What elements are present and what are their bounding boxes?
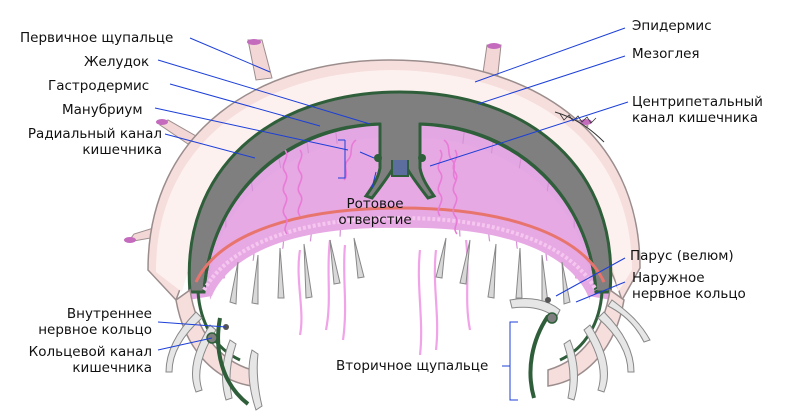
label-primary-tentacle: Первичное щупальце bbox=[20, 30, 174, 46]
label-mouth-line2: отверстие bbox=[338, 212, 412, 228]
gonads bbox=[282, 139, 458, 235]
gastrodermis-inner-line bbox=[202, 122, 598, 293]
label-outer-nerve-ring-line1: Наружное bbox=[632, 270, 705, 286]
oral-arms bbox=[297, 239, 472, 356]
label-ring-canal-line1: Кольцевой канал bbox=[28, 344, 152, 360]
label-inner-nerve-ring-line2: нервное кольцо bbox=[38, 322, 152, 338]
label-radial-canal: Радиальный канал кишечника bbox=[12, 126, 162, 158]
inner-tentacles bbox=[229, 237, 571, 305]
ring-red bbox=[194, 206, 606, 283]
leader-lines bbox=[154, 27, 629, 401]
label-inner-nerve-ring-line1: Внутреннее bbox=[66, 306, 152, 322]
label-mesoglea: Мезоглея bbox=[632, 46, 700, 62]
primary-tentacle-left bbox=[247, 39, 273, 81]
ring-canal-right bbox=[528, 314, 550, 399]
label-ring-canal: Кольцевой канал кишечника bbox=[8, 344, 152, 376]
label-epidermis: Эпидермис bbox=[632, 18, 712, 34]
label-stomach: Желудок bbox=[84, 54, 150, 70]
ring-canal-left bbox=[216, 317, 250, 406]
label-centripetal-canal-line2: канал кишечника bbox=[632, 110, 759, 126]
label-mouth: Ротовое отверстие bbox=[330, 196, 420, 228]
label-manubrium: Манубриум bbox=[62, 102, 143, 118]
label-outer-nerve-ring: Наружное нервное кольцо bbox=[632, 270, 746, 302]
label-outer-nerve-ring-line2: нервное кольцо bbox=[632, 286, 746, 302]
secondary-tentacles-right bbox=[563, 299, 651, 401]
label-velum: Парус (велюм) bbox=[630, 248, 734, 264]
label-mouth-line1: Ротовое bbox=[346, 196, 404, 212]
outer-nerve-ring-marker bbox=[545, 297, 551, 303]
label-centripetal-canal-line1: Центрипетальный bbox=[632, 94, 763, 110]
label-gastrodermis: Гастродермис bbox=[48, 78, 150, 94]
label-secondary-tentacle: Вторичное щупальце bbox=[336, 358, 489, 374]
label-ring-canal-line2: кишечника bbox=[72, 360, 152, 376]
secondary-tentacles-left bbox=[165, 311, 263, 411]
label-centripetal-canal: Центрипетальный канал кишечника bbox=[632, 94, 763, 126]
radial-canal-band bbox=[202, 215, 598, 291]
bell-fringe bbox=[554, 111, 605, 143]
label-radial-canal-line1: Радиальный канал bbox=[27, 126, 162, 142]
label-inner-nerve-ring: Внутреннее нервное кольцо bbox=[8, 306, 152, 338]
label-radial-canal-line2: кишечника bbox=[82, 142, 162, 158]
